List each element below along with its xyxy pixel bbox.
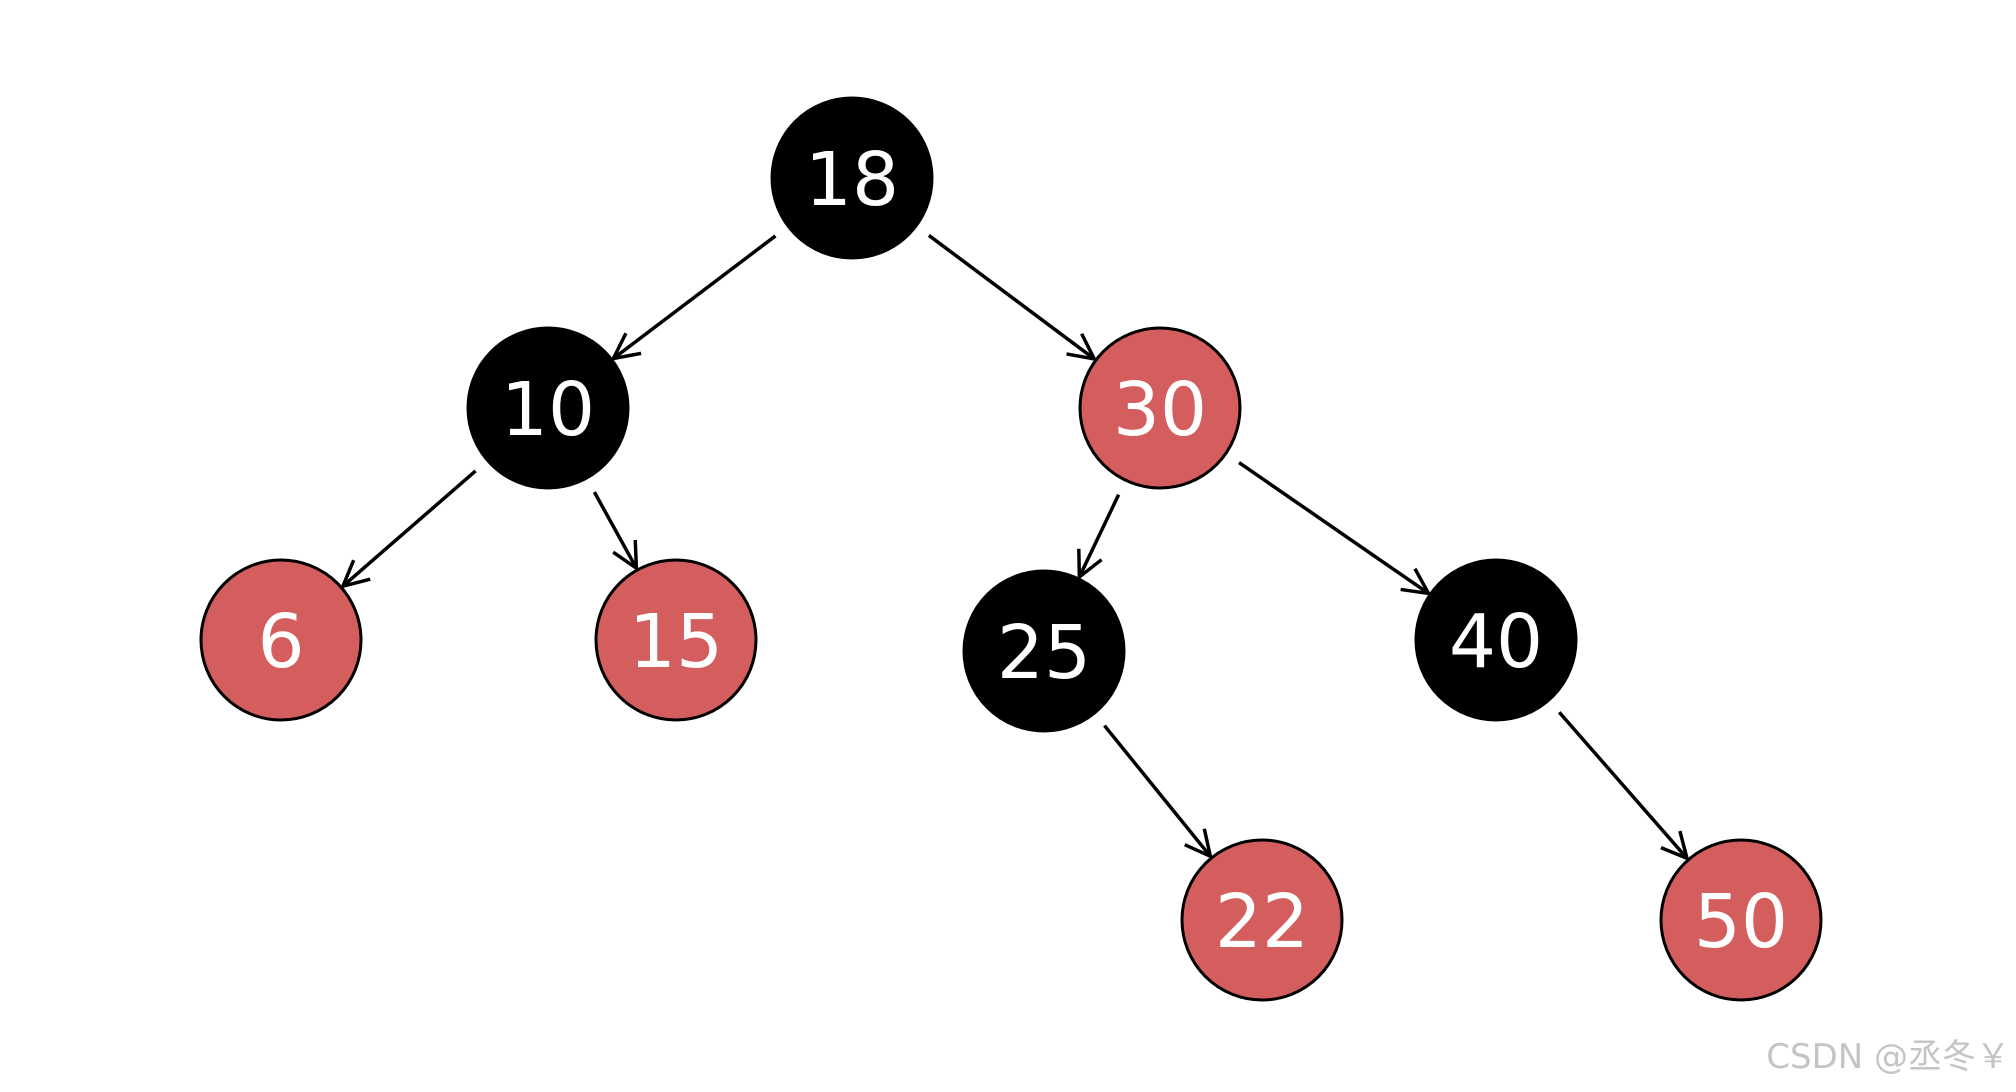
node-label: 30 [1113, 367, 1207, 453]
tree-node-25: 25 [962, 569, 1126, 733]
tree-node-22: 22 [1180, 838, 1344, 1002]
edge-arrow-10-to-15 [592, 491, 636, 568]
node-circle-black [466, 326, 630, 490]
watermark: CSDN @丞冬￥ [1766, 1037, 2010, 1077]
node-circle-black [1414, 558, 1578, 722]
node-label: 18 [805, 137, 899, 223]
edge-arrow-30-to-25 [1079, 493, 1121, 577]
edges-layer [343, 234, 1687, 858]
node-label: 15 [629, 599, 723, 685]
tree-node-40: 40 [1414, 558, 1578, 722]
tree-node-15: 15 [594, 558, 758, 722]
node-circle-red [594, 558, 758, 722]
nodes-layer: 18 10 30 6 15 25 40 22 50 [199, 96, 1823, 1002]
edge-arrow-40-to-50 [1557, 711, 1687, 858]
node-circle-black [770, 96, 934, 260]
node-label: 40 [1449, 599, 1543, 685]
node-label: 6 [257, 599, 304, 685]
node-label: 10 [501, 367, 595, 453]
tree-node-6: 6 [199, 558, 363, 722]
node-circle-black [962, 569, 1126, 733]
edge-arrow-10-to-6 [343, 469, 477, 586]
tree-node-10: 10 [466, 326, 630, 490]
edge-arrow-25-to-22 [1103, 724, 1210, 857]
node-label: 50 [1694, 879, 1788, 965]
edge-arrow-30-to-40 [1238, 461, 1429, 594]
node-circle-red [1078, 326, 1242, 490]
node-circle-red [1659, 838, 1823, 1002]
tree-node-50: 50 [1659, 838, 1823, 1002]
node-circle-red [199, 558, 363, 722]
edge-arrow-18-to-10 [613, 234, 777, 359]
tree-node-18: 18 [770, 96, 934, 260]
tree-node-30: 30 [1078, 326, 1242, 490]
node-label: 22 [1215, 879, 1309, 965]
edge-arrow-18-to-30 [927, 234, 1094, 358]
node-label: 25 [997, 610, 1091, 696]
node-circle-red [1180, 838, 1344, 1002]
